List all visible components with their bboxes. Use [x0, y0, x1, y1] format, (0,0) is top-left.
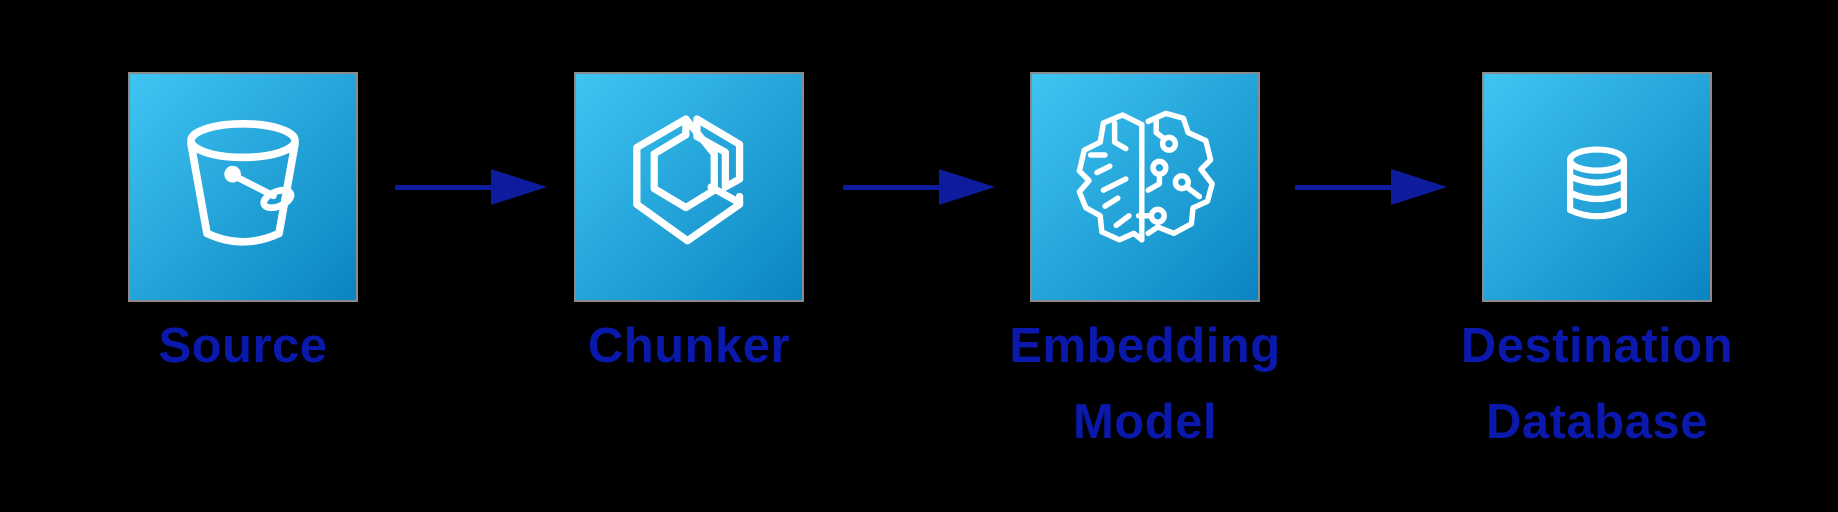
arrow-line	[843, 184, 939, 190]
arrow-line	[395, 184, 491, 190]
arrow-head-icon	[939, 169, 995, 205]
embedding-model-tile	[1030, 72, 1260, 302]
source-tile	[128, 72, 358, 302]
destination-database-tile	[1482, 72, 1712, 302]
arrow-head-icon	[491, 169, 547, 205]
chunker-tile	[574, 72, 804, 302]
destination-database-label: Destination Database	[1460, 319, 1734, 449]
chunker-label: Chunker	[587, 319, 791, 373]
arrow-chunker-to-embedding	[843, 169, 995, 205]
bucket-icon	[187, 119, 299, 246]
arrow-source-to-chunker	[395, 169, 547, 205]
arrow-head-icon	[1391, 169, 1447, 205]
embedding-model-label: Embedding Model	[1009, 319, 1281, 449]
source-label: Source	[158, 319, 328, 373]
arrow-embedding-to-destination	[1295, 169, 1447, 205]
brain-circuit-icon	[1076, 110, 1215, 243]
arrow-line	[1295, 184, 1391, 190]
database-icon	[1567, 146, 1627, 220]
hex-chunk-icon	[633, 115, 744, 245]
